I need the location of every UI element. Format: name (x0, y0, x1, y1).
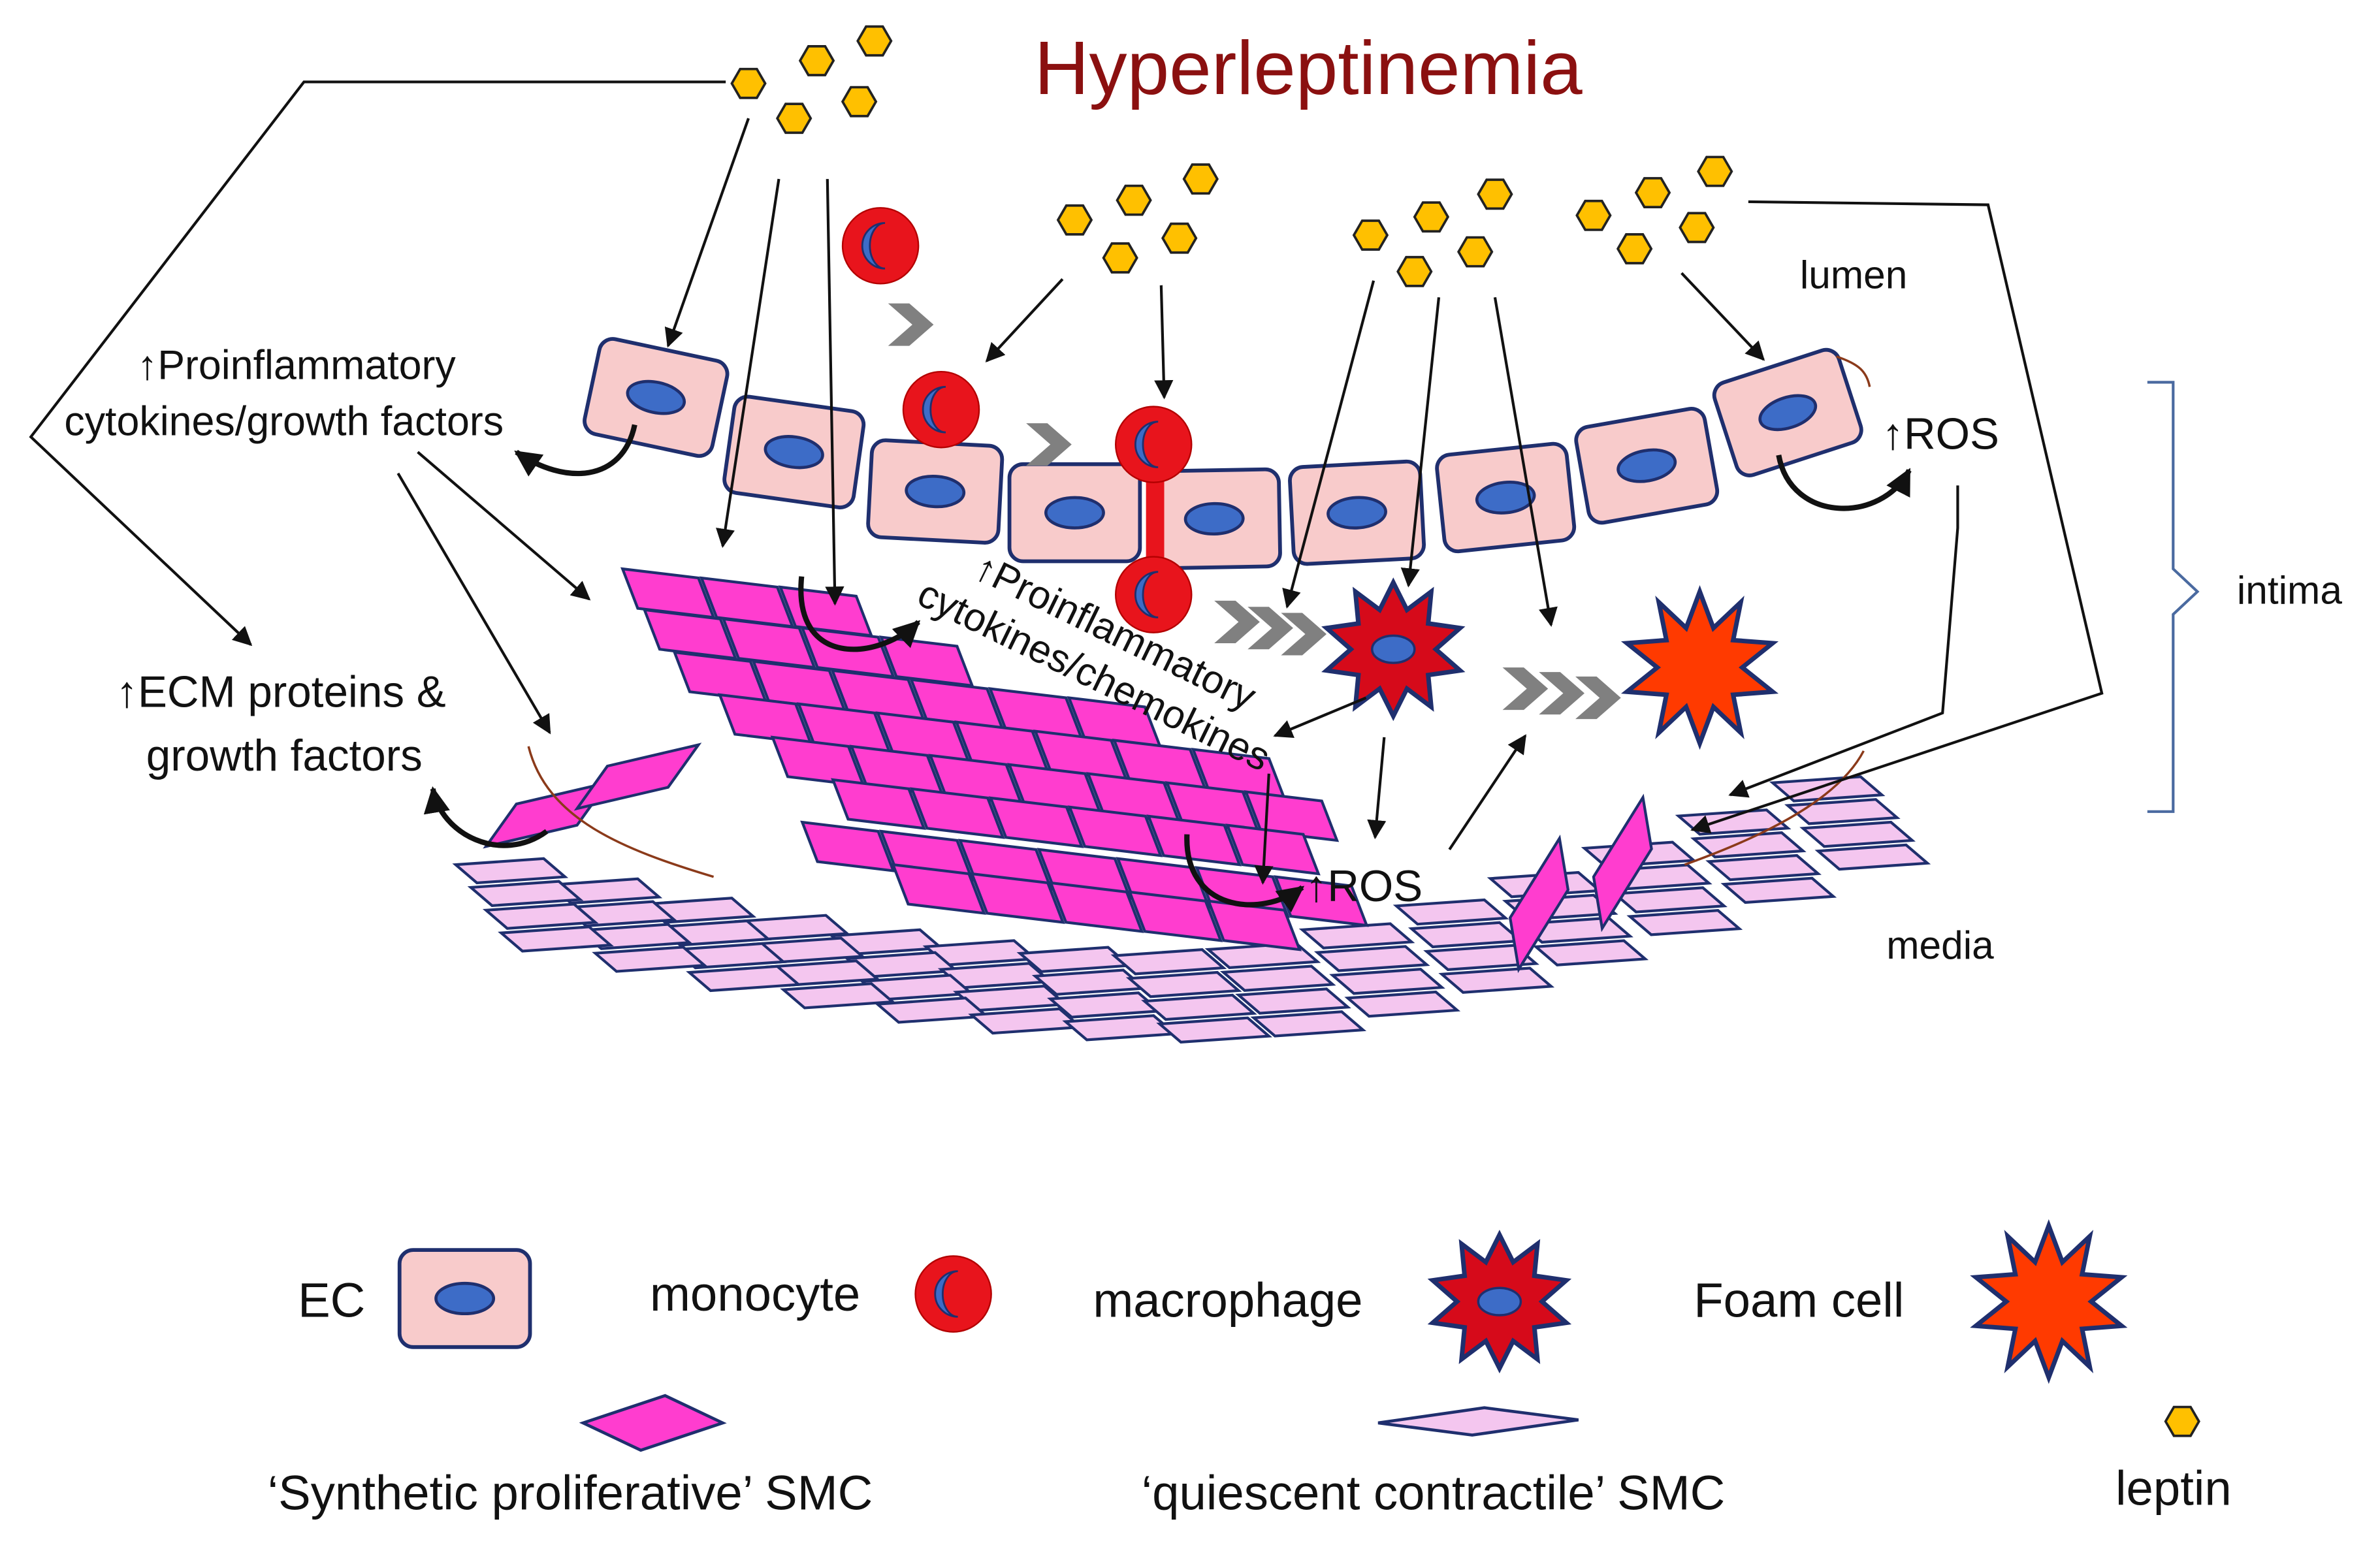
quiescent-smc-cell (1062, 1014, 1179, 1042)
chevron-arrow-icon (888, 303, 934, 346)
legend-foam-cell-icon (1976, 1226, 2121, 1377)
monocyte-transmigrating (1114, 406, 1193, 634)
quiescent-smc-cell (1407, 921, 1524, 949)
synthetic-smc-cell (1206, 899, 1302, 951)
quiescent-smc-cell (1611, 886, 1728, 914)
chevron-arrows-to-foam-cell (1502, 667, 1621, 720)
ros-right-label: ↑ROS (1882, 410, 1999, 459)
quiescent-smc-cell (1219, 965, 1336, 992)
media-label: media (1886, 923, 1994, 967)
leptin-cluster-top-left (730, 25, 893, 135)
legend-leptin-label: leptin (2115, 1461, 2232, 1515)
quiescent-smc-cell (1532, 939, 1649, 966)
pathway-arrows (29, 80, 2104, 885)
legend-macrophage-label: macrophage (1093, 1273, 1362, 1327)
leptin-cluster-center (1353, 178, 1513, 287)
quiescent-smc-cell (1814, 843, 1931, 871)
legend-macrophage-icon (1433, 1235, 1566, 1368)
quiescent-smc-cell (482, 902, 599, 930)
internal-elastic-lamina-right (1684, 750, 1865, 866)
media-layer (452, 775, 1931, 1044)
quiescent-smc-cell (1784, 798, 1901, 825)
quiescent-smc-cell (1156, 1016, 1273, 1044)
synthetic-smc-cell (831, 778, 926, 830)
synthetic-smc-cell (620, 567, 716, 619)
legend-ec-label: EC (298, 1273, 365, 1327)
synthetic-smc-cell (891, 863, 986, 915)
quiescent-smc-cell (874, 997, 990, 1024)
internal-elastic-lamina (527, 746, 715, 878)
quiescent-smc-cell (1329, 968, 1445, 995)
quiescent-smc-cell (1204, 942, 1321, 970)
quiescent-smc-cell (1626, 909, 1743, 936)
ecm-label-line2: growth factors (146, 731, 423, 780)
foam-cell-in-intima (1627, 592, 1773, 743)
quiescent-smc-cell (1125, 970, 1242, 998)
legend-foam-cell-label: Foam cell (1694, 1273, 1904, 1327)
synthetic-smc-cell (988, 796, 1084, 848)
quiescent-smc-cell (1344, 990, 1461, 1018)
synthetic-smc-cluster (486, 567, 1688, 969)
lumen-label: lumen (1800, 252, 1907, 296)
chevron-arrows-to-macrophage (1214, 600, 1327, 656)
quiescent-smc-cell (1705, 854, 1822, 882)
cytokines-left-line1: ↑Proinflammatory (137, 343, 457, 389)
quiescent-smc-cell (686, 965, 802, 993)
legend-quiescent-smc-icon (1377, 1406, 1579, 1437)
legend-synthetic-smc-icon (579, 1394, 727, 1452)
legend-ec-icon (400, 1250, 530, 1347)
ros-bottom-label: ↑ROS (1306, 862, 1423, 911)
quiescent-smc-cell (1313, 945, 1430, 972)
quiescent-smc-cell (1298, 922, 1415, 950)
quiescent-smc-cell (1423, 944, 1539, 971)
quiescent-smc-cell (1690, 831, 1807, 859)
legend-leptin-icon (2164, 1405, 2200, 1437)
monocyte-adhering (902, 370, 980, 449)
legend-monocyte-label: monocyte (650, 1267, 860, 1321)
leptin-cluster-right (1575, 155, 1733, 264)
diagram-title: Hyperleptinemia (1035, 25, 1583, 110)
monocyte-in-lumen (841, 206, 920, 285)
synthetic-smc-cell (1048, 881, 1144, 933)
leptin-cluster-mid (1057, 163, 1219, 274)
synthetic-smc-cell (1127, 890, 1223, 942)
quiescent-smc-cell (1110, 948, 1227, 976)
quiescent-smc-cell (452, 857, 569, 885)
chevron-arrow-icon (1026, 423, 1072, 466)
cytokines-left-line2: cytokines/growth factors (64, 399, 504, 445)
synthetic-smc-cell (909, 787, 1005, 839)
legend-synthetic-smc-label: ‘Synthetic proliferative’ SMC (268, 1465, 873, 1520)
synthetic-smc-cell (1067, 805, 1163, 857)
quiescent-smc-cell (1141, 993, 1257, 1021)
synthetic-smc-cell (1146, 814, 1242, 867)
quiescent-smc-cell (1235, 987, 1351, 1015)
synthetic-smc-cell (1244, 790, 1340, 842)
autocrine-loop-arrows (423, 424, 1912, 913)
quiescent-smc-cell (467, 880, 584, 907)
quiescent-smc-cell (592, 946, 708, 973)
intima-bracket (2147, 381, 2200, 813)
macrophage-in-intima (1327, 583, 1460, 716)
quiescent-smc-cell (1392, 898, 1509, 926)
legend-monocyte-icon (914, 1255, 993, 1333)
synthetic-smc-cell (1225, 823, 1321, 876)
quiescent-smc-cell (1720, 876, 1837, 904)
quiescent-smc-cell (1799, 820, 1916, 848)
quiescent-smc-cell (1250, 1010, 1367, 1038)
synthetic-smc-cell (800, 820, 895, 872)
legend: EC monocyte macrophage Foam cell ‘Synthe… (268, 1226, 2232, 1520)
quiescent-smc-cell (1438, 966, 1555, 994)
synthetic-smc-cell (969, 872, 1065, 924)
ecm-label-line1: ↑ECM proteins & (116, 668, 445, 717)
endothelial-layer (582, 336, 1865, 568)
intima-label: intima (2237, 568, 2342, 613)
legend-quiescent-smc-label: ‘quiescent contractile’ SMC (1142, 1465, 1726, 1520)
quiescent-smc-cell (498, 925, 614, 953)
quiescent-smc-cell (1675, 808, 1792, 836)
